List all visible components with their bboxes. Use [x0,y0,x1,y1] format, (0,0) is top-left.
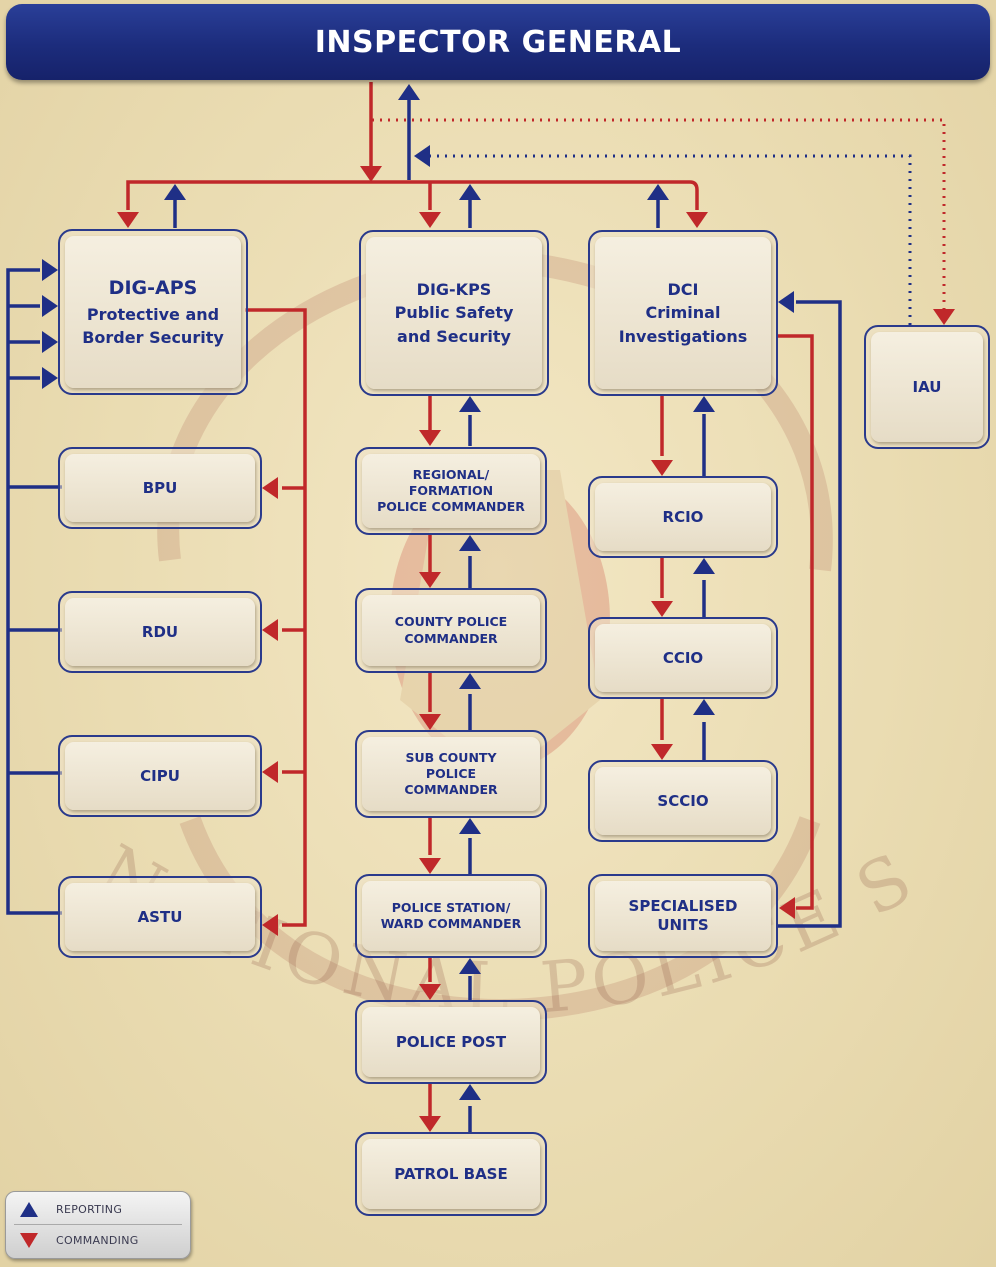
commanding-arrowhead [262,914,278,936]
iau-label: IAU [912,377,942,396]
cipu-label: CIPU [140,766,180,785]
patrol-base-box: PATROL BASE [355,1132,547,1216]
bpu-box: BPU [58,447,262,529]
commanding-arrowhead [686,212,708,228]
rdu-box: RDU [58,591,262,673]
county-commander-label: COUNTY POLICE COMMANDER [394,614,508,646]
reporting-arrowhead [42,295,58,317]
reporting-arrow-icon [20,1202,38,1217]
commanding-arrowhead [419,430,441,446]
legend-commanding: COMMANDING [18,1231,139,1249]
inspector-general-header: INSPECTOR GENERAL [6,4,990,80]
commanding-arrowhead [933,309,955,325]
specialised-units-box: SPECIALISED UNITS [588,874,778,958]
regional-commander-box: REGIONAL/ FORMATION POLICE COMMANDER [355,447,547,535]
iau-box: IAU [864,325,990,449]
regional-commander-label: REGIONAL/ FORMATION POLICE COMMANDER [377,466,525,515]
commanding-arrowhead [419,1116,441,1132]
dig-kps-label: DIG-KPS Public Safety and Security [394,280,514,346]
sccio-label: SCCIO [657,791,709,810]
dig-aps-subtitle: Protective and Border Security [82,304,224,347]
reporting-arrowhead [459,958,481,974]
rcio-label: RCIO [662,507,704,526]
legend-reporting: REPORTING [18,1200,122,1218]
commanding-arrowhead [419,212,441,228]
ccio-label: CCIO [662,648,704,667]
dig-kps-box: DIG-KPS Public Safety and Security [359,230,549,396]
reporting-arrowhead [42,331,58,353]
rcio-box: RCIO [588,476,778,558]
commanding-arrowhead [419,858,441,874]
reporting-arrowhead [647,184,669,200]
ccio-box: CCIO [588,617,778,699]
specialised-units-label: SPECIALISED UNITS [628,897,738,934]
commanding-arrowhead [262,477,278,499]
cipu-box: CIPU [58,735,262,817]
sub-county-commander-label: SUB COUNTY POLICE COMMANDER [404,749,498,798]
commanding-arrowhead [360,166,382,182]
reporting-arrowhead [164,184,186,200]
legend-divider [14,1224,182,1225]
station-commander-label: POLICE STATION/ WARD COMMANDER [380,899,522,931]
sccio-box: SCCIO [588,760,778,842]
reporting-arrowhead [42,367,58,389]
reporting-arrowhead [459,535,481,551]
astu-box: ASTU [58,876,262,958]
astu-label: ASTU [137,907,183,926]
rdu-label: RDU [141,622,179,641]
dig-aps-title: DIG-APS [108,277,198,300]
reporting-arrowhead [459,818,481,834]
legend-commanding-label: COMMANDING [56,1233,139,1247]
commanding-arrowhead [419,572,441,588]
commanding-arrowhead [651,460,673,476]
legend: REPORTING COMMANDING [5,1191,191,1259]
reporting-arrowhead [693,558,715,574]
reporting-arrowhead [459,673,481,689]
commanding-arrowhead [779,897,795,919]
legend-reporting-label: REPORTING [56,1202,123,1216]
police-post-label: POLICE POST [395,1032,507,1051]
commanding-arrowhead [262,761,278,783]
dci-label: DCI Criminal Investigations [618,280,748,346]
station-commander-box: POLICE STATION/ WARD COMMANDER [355,874,547,958]
commanding-arrowhead [419,714,441,730]
reporting-arrowhead [398,84,420,100]
county-commander-box: COUNTY POLICE COMMANDER [355,588,547,673]
reporting-arrowhead [778,291,794,313]
patrol-base-label: PATROL BASE [394,1164,508,1183]
reporting-arrowhead [693,396,715,412]
reporting-arrowhead [693,699,715,715]
reporting-arrowhead [414,145,430,167]
commanding-arrowhead [419,984,441,1000]
dci-box: DCI Criminal Investigations [588,230,778,396]
commanding-arrow-icon [20,1233,38,1248]
commanding-arrowhead [651,601,673,617]
commanding-arrowhead [117,212,139,228]
reporting-arrowhead [459,396,481,412]
inspector-general-title: INSPECTOR GENERAL [314,24,682,60]
dig-aps-box: DIG-APS Protective and Border Security [58,229,248,395]
sub-county-commander-box: SUB COUNTY POLICE COMMANDER [355,730,547,818]
reporting-arrowhead [459,1084,481,1100]
reporting-arrowhead [42,259,58,281]
reporting-arrowhead [459,184,481,200]
bpu-label: BPU [142,478,178,497]
police-post-box: POLICE POST [355,1000,547,1084]
commanding-arrowhead [262,619,278,641]
commanding-arrowhead [651,744,673,760]
